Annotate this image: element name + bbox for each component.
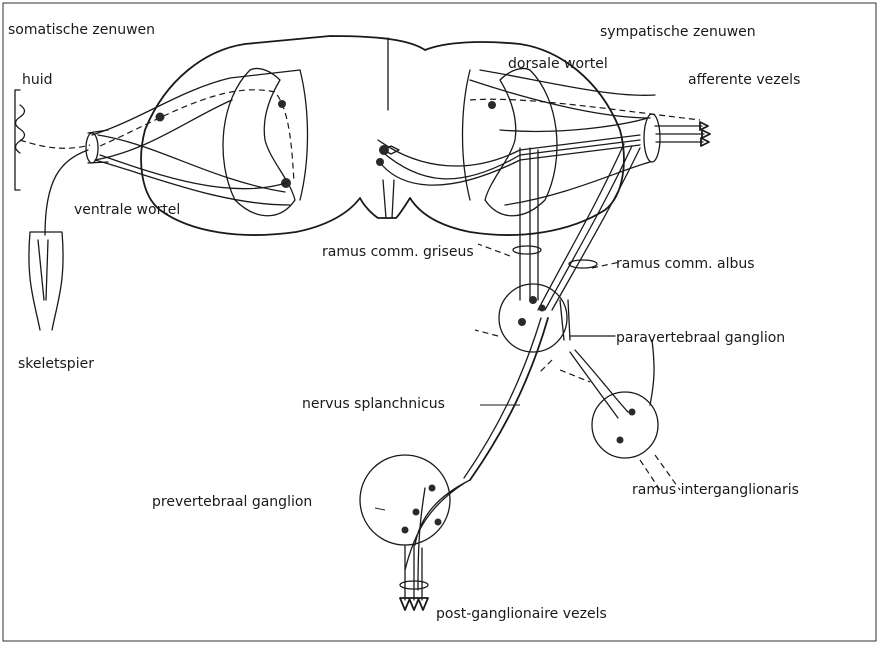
interganglionic-ganglion [560,340,680,490]
label-leaders [375,336,612,510]
label-afferent-fibres: afferente vezels [688,72,800,88]
label-splanchnic-nerve: nervus splanchnicus [302,396,445,412]
label-paravertebral-ganglion: paravertebraal ganglion [616,330,785,346]
label-sympathetic-nerves: sympatische zenuwen [600,24,756,40]
label-skin: huid [22,72,53,88]
label-ventral-root: ventrale wortel [74,202,180,218]
sympathetic-nerve [376,70,710,310]
label-somatic-nerves: somatische zenuwen [8,22,155,38]
label-dorsal-root: dorsale wortel [508,56,608,72]
label-ramus-albus: ramus comm. albus [616,256,755,272]
label-interganglionic-ramus: ramus interganglionaris [632,482,799,498]
label-prevertebral-ganglion: prevertebraal ganglion [152,494,312,510]
label-ramus-griseus: ramus comm. griseus [322,244,474,260]
figure-frame [3,3,876,641]
splanchnic-pathway [360,318,548,610]
label-skeletal-muscle: skeletspier [18,356,94,372]
somatic-nerve [15,70,300,330]
label-postganglionic-fibres: post-ganglionaire vezels [436,606,607,622]
